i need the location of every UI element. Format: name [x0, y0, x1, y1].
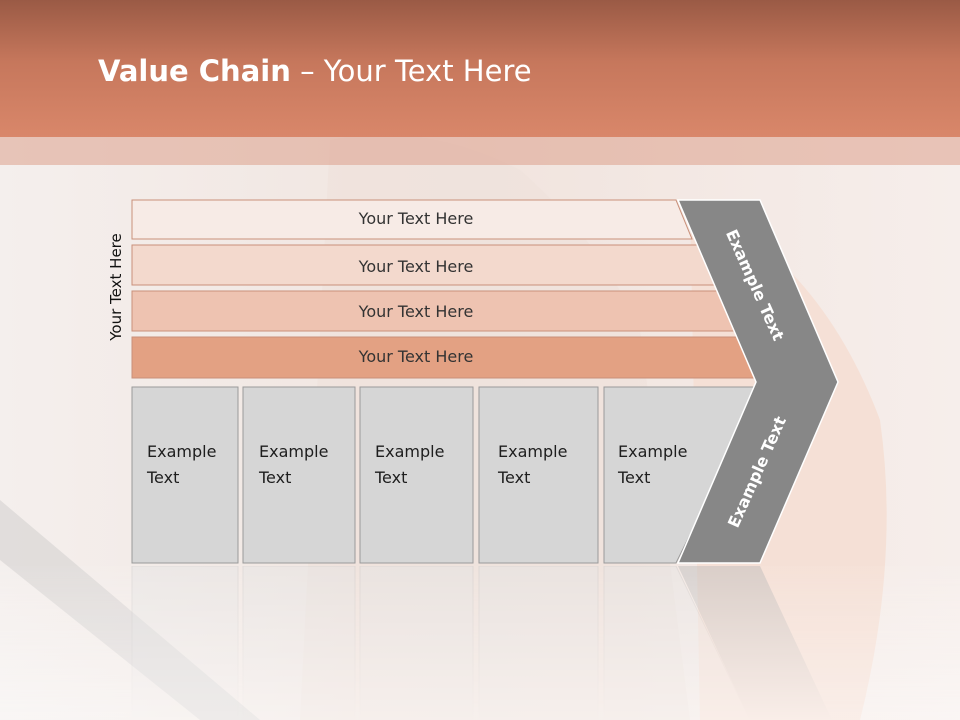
reflection-shapes: [0, 566, 960, 720]
reflection: [0, 566, 960, 720]
column-label-3-line2: Text: [375, 468, 408, 487]
column-box-4: [478, 386, 599, 564]
column-label-2-line1: Example: [259, 442, 329, 461]
chevron-arrow: [676, 199, 839, 564]
column-box-1: [131, 386, 239, 564]
row-label-4: Your Text Here: [358, 347, 474, 366]
column-label-4-line1: Example: [498, 442, 568, 461]
column-label-2-line2: Text: [259, 468, 292, 487]
column-label-5-line1: Example: [618, 442, 688, 461]
row-bar-1: [131, 199, 693, 240]
row-label-3: Your Text Here: [358, 302, 474, 321]
column-box-5: [603, 386, 764, 564]
column-box-3: [359, 386, 474, 564]
column-label-3-line1: Example: [375, 442, 445, 461]
column-label-4-line2: Text: [498, 468, 531, 487]
column-label-5-line2: Text: [618, 468, 651, 487]
column-box-2: [242, 386, 356, 564]
row-label-2: Your Text Here: [358, 257, 474, 276]
title-bold: Value Chain: [98, 54, 291, 88]
column-label-1-line2: Text: [147, 468, 180, 487]
column-label-1-line1: Example: [147, 442, 217, 461]
header-band: [0, 137, 960, 165]
title-rest: – Your Text Here: [290, 54, 532, 88]
slide-title: Value Chain – Your Text Here: [98, 54, 532, 88]
header-bar: [0, 0, 960, 137]
row-label-1: Your Text Here: [358, 209, 474, 228]
